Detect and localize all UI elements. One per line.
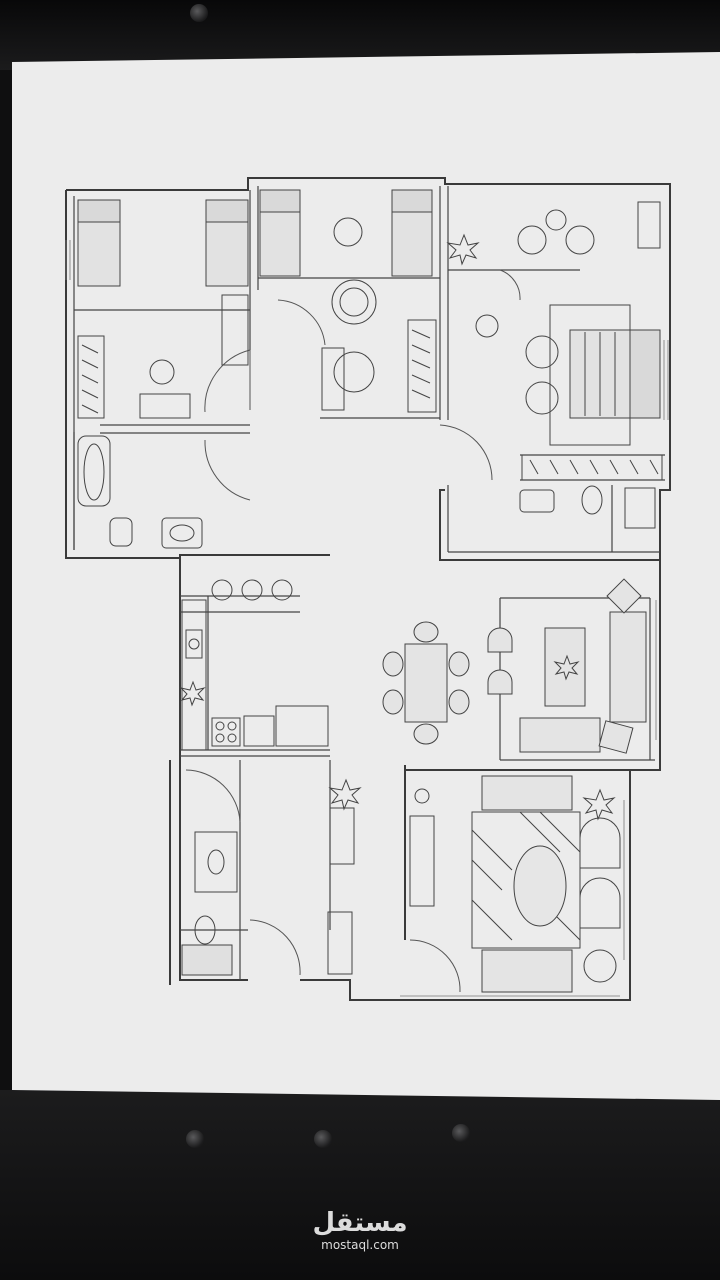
- watermark-logo: مستقل: [312, 1208, 408, 1238]
- watermark: مستقل mostaql.com: [300, 1208, 420, 1252]
- photo-bottom-background: [0, 1090, 720, 1280]
- door-swings: [185, 269, 521, 993]
- peg-bottom-center: [314, 1130, 332, 1148]
- outer-walls: [65, 177, 671, 1001]
- watermark-site: mostaql.com: [321, 1238, 399, 1252]
- dining-set: [382, 621, 470, 745]
- round-furniture: [139, 201, 661, 975]
- windows: [65, 240, 669, 997]
- bath-fixtures: [77, 435, 656, 976]
- peg-bottom-right: [452, 1124, 470, 1142]
- peg-top: [190, 4, 208, 22]
- interior-walls: [73, 186, 665, 980]
- living-set: [487, 578, 647, 754]
- plants: [179, 233, 616, 821]
- beds: [77, 189, 661, 446]
- peg-bottom-left: [186, 1130, 204, 1148]
- wardrobes: [77, 294, 663, 481]
- lounge-set: [409, 775, 621, 993]
- paper: [12, 52, 720, 1100]
- kitchen: [181, 579, 329, 751]
